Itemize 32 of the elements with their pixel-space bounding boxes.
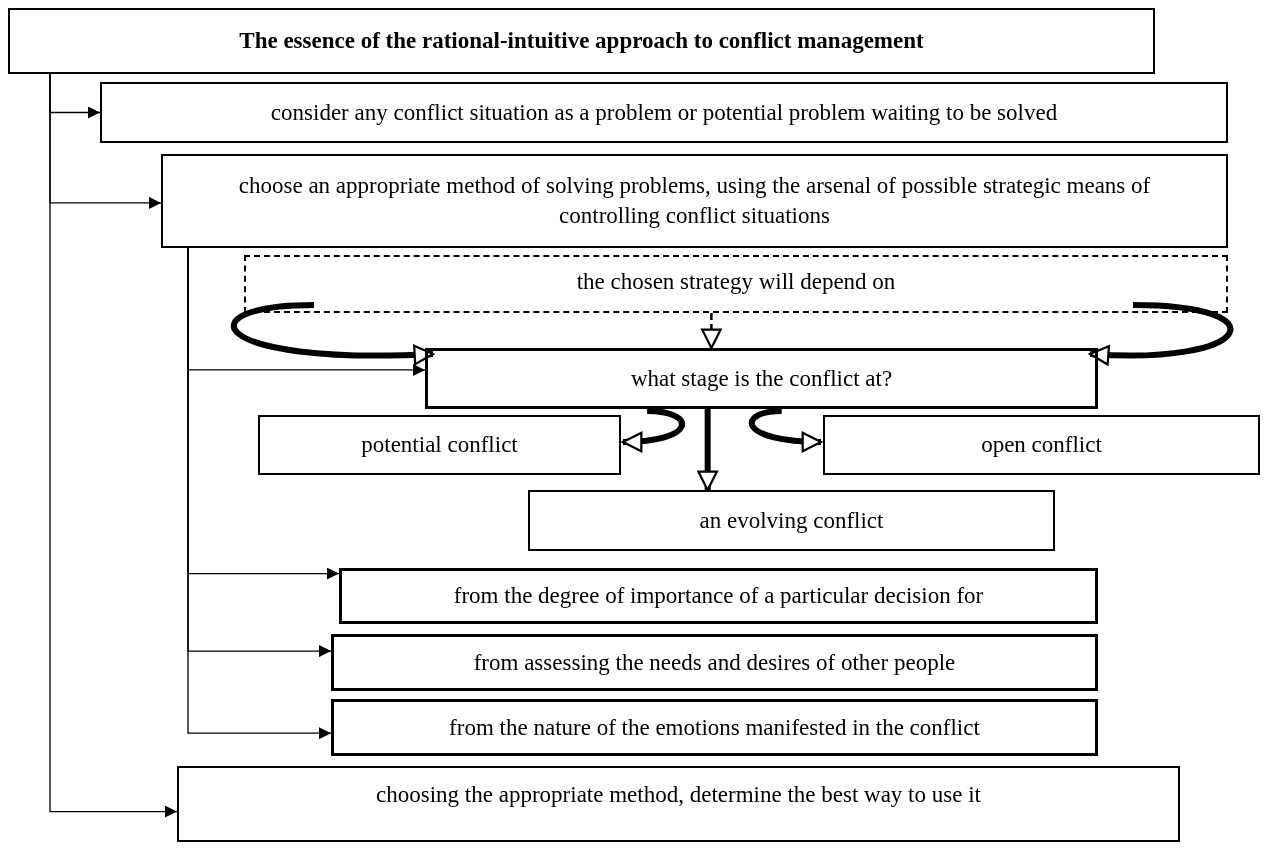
box-text: choose an appropriate method of solving problems, using the arsenal of possible strategic means of controlling conflict situations xyxy=(237,172,1152,230)
box-text: the chosen strategy will depend on xyxy=(576,268,896,296)
process-box xyxy=(331,699,1098,756)
box-text: choosing the appropriate method, determine the best way to use it xyxy=(376,781,981,809)
box-text: from the nature of the emotions manifested in the conflict xyxy=(449,713,980,742)
arrow xyxy=(49,73,178,818)
title-text: The essence of the rational-intuitive approach to conflict management xyxy=(239,27,924,56)
process-box xyxy=(425,348,1098,409)
process-box xyxy=(528,490,1055,551)
box-text: from the degree of importance of a particular decision for xyxy=(453,582,984,611)
box-text: what stage is the conflict at? xyxy=(630,364,893,393)
block-arrow xyxy=(621,408,685,452)
process-box xyxy=(100,82,1228,143)
arrow xyxy=(187,247,332,740)
block-arrow xyxy=(697,409,718,492)
process-box xyxy=(258,415,621,475)
process-box xyxy=(177,766,1180,842)
block-arrow xyxy=(749,408,823,452)
box-text: consider any conflict situation as a problem or potential problem waiting to be solved xyxy=(270,98,1058,127)
process-box xyxy=(161,154,1228,248)
block-arrow xyxy=(701,313,722,350)
box-text: from assessing the needs and desires of other people xyxy=(473,648,956,677)
block-arrow xyxy=(231,302,435,365)
process-box xyxy=(331,634,1098,691)
process-box xyxy=(823,415,1260,475)
dashed-box xyxy=(244,255,1228,313)
process-box xyxy=(339,568,1098,624)
box-text: an evolving conflict xyxy=(699,506,884,535)
box-text: open conflict xyxy=(981,431,1102,460)
block-arrow xyxy=(1088,302,1233,365)
title-box xyxy=(8,8,1155,74)
box-text: potential conflict xyxy=(361,431,518,460)
